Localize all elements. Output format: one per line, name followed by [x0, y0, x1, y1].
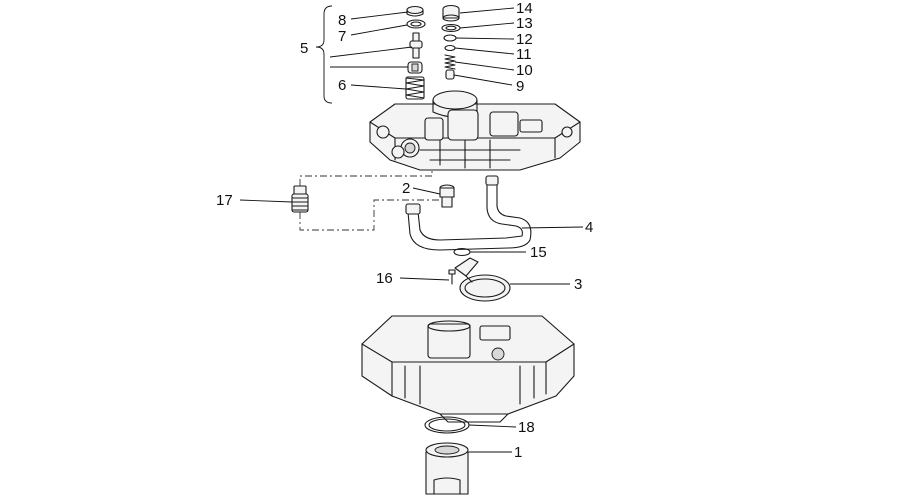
part-10-spring	[444, 54, 456, 70]
callout-15: 15	[530, 244, 547, 261]
part-2-fitting	[439, 184, 455, 208]
part-valve-body	[407, 61, 423, 74]
alignment-line-lower	[299, 199, 440, 231]
part-11-ring	[444, 44, 456, 52]
part-18-large-oring	[424, 416, 470, 434]
callout-12: 12	[516, 31, 533, 48]
callout-10: 10	[516, 62, 533, 79]
part-1-oil-filter	[425, 442, 469, 495]
part-7-washer	[406, 19, 426, 29]
callout-17: 17	[216, 192, 233, 209]
callout-16: 16	[376, 270, 393, 287]
callout-2: 2	[402, 180, 410, 197]
callout-7: 7	[338, 28, 346, 45]
part-3-strainer	[454, 257, 511, 302]
callout-13: 13	[516, 15, 533, 32]
group-5-bracket	[315, 5, 333, 104]
upper-housing	[369, 90, 581, 171]
oil-pan	[361, 315, 575, 423]
callout-11: 11	[516, 46, 532, 63]
callout-9: 9	[516, 78, 524, 95]
part-valve-stem	[409, 32, 423, 59]
part-17-fitting	[291, 185, 309, 213]
part-13-seal	[441, 23, 461, 33]
part-4-oil-pipe	[405, 175, 532, 251]
part-6-spring	[405, 76, 425, 100]
callout-3: 3	[574, 276, 582, 293]
callout-18: 18	[518, 419, 535, 436]
part-14-plug	[442, 4, 460, 22]
callout-8: 8	[338, 12, 346, 29]
callout-5: 5	[300, 40, 308, 57]
callout-14: 14	[516, 0, 533, 17]
callout-1: 1	[514, 444, 522, 461]
callout-6: 6	[338, 77, 346, 94]
part-8-cap	[406, 5, 424, 17]
part-16-bolt	[448, 269, 456, 285]
alignment-line-upper	[299, 168, 433, 186]
part-9-plunger	[445, 69, 455, 80]
callout-4: 4	[585, 219, 593, 236]
part-12-ring	[443, 34, 457, 42]
leader-lines	[239, 7, 584, 453]
